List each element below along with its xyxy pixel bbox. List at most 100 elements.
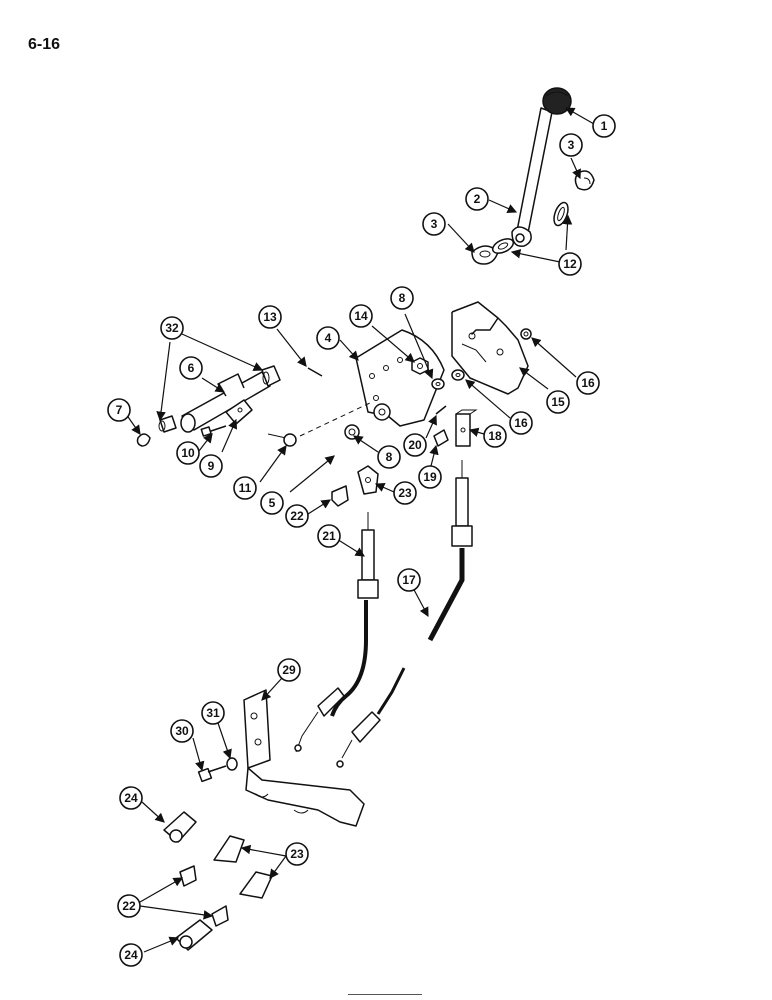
callout-5: 5: [260, 491, 284, 515]
svg-text:6: 6: [188, 361, 195, 375]
svg-text:23: 23: [398, 486, 412, 500]
snap-ring: [136, 433, 151, 447]
svg-text:16: 16: [514, 416, 528, 430]
svg-text:20: 20: [408, 438, 422, 452]
cable-clevis-lower-b: [239, 871, 273, 899]
quadrant-plate: [355, 329, 445, 427]
cable-clevis-lower-a: [213, 835, 245, 863]
lock-nut: [411, 357, 429, 375]
callout-22-lower: 22: [117, 894, 141, 918]
callout-22-upper: 22: [285, 504, 309, 528]
svg-text:12: 12: [563, 257, 577, 271]
svg-text:3: 3: [431, 217, 438, 231]
callout-32: 32: [160, 316, 184, 340]
lever-knob: [542, 87, 572, 115]
callout-4: 4: [316, 326, 340, 350]
spacer-bushing: [344, 424, 360, 440]
svg-text:10: 10: [181, 446, 195, 460]
roll-pin: [307, 367, 323, 377]
callout-24-lower: 24: [119, 943, 143, 967]
svg-text:24: 24: [124, 948, 138, 962]
retainer-clip-upper: [331, 485, 349, 507]
svg-text:9: 9: [208, 459, 215, 473]
callout-7: 7: [107, 398, 131, 422]
spring-pin: [435, 405, 447, 415]
bushing-right: [261, 365, 281, 387]
svg-text:15: 15: [551, 395, 565, 409]
svg-text:5: 5: [269, 496, 276, 510]
callout-12: 12: [558, 252, 582, 276]
leader-lines: [125, 107, 595, 953]
callout-23-lower: 23: [285, 842, 309, 866]
svg-text:8: 8: [386, 450, 393, 464]
lock-washer: [226, 757, 238, 771]
shift-arm: [180, 371, 271, 433]
washer-upper-plate: [431, 378, 445, 390]
pivot-pin: [433, 429, 449, 447]
transmission-lever-upper: [163, 811, 197, 843]
svg-text:31: 31: [206, 706, 220, 720]
cap-screw: [197, 765, 227, 783]
callout-3-lower: 3: [422, 212, 446, 236]
shift-lever: [511, 107, 553, 247]
bushing-left: [158, 415, 177, 433]
callout-31: 31: [201, 701, 225, 725]
svg-text:13: 13: [263, 310, 277, 324]
svg-text:7: 7: [116, 403, 123, 417]
ball-joint: [267, 433, 297, 447]
svg-text:4: 4: [325, 331, 332, 345]
cable-clevis-upper: [357, 465, 379, 495]
callout-18: 18: [483, 424, 507, 448]
svg-text:11: 11: [239, 481, 252, 495]
page-number: 6-16: [28, 36, 61, 53]
svg-text:22: 22: [122, 899, 136, 913]
callout-16-upper: 16: [576, 371, 600, 395]
transmission-lever-lower: [175, 919, 213, 951]
callout-8-upper: 8: [390, 286, 414, 310]
callout-24-upper: 24: [119, 786, 143, 810]
svg-text:18: 18: [488, 429, 502, 443]
svg-text:24: 24: [124, 791, 138, 805]
footer-rule: [348, 994, 422, 995]
svg-text:17: 17: [402, 573, 416, 587]
callout-10: 10: [176, 441, 200, 465]
callout-3-upper: 3: [559, 133, 583, 157]
cable-support-bracket: [243, 689, 365, 827]
callout-17: 17: [397, 568, 421, 592]
svg-text:14: 14: [354, 309, 368, 323]
callout-21: 21: [317, 524, 341, 548]
svg-text:30: 30: [175, 724, 189, 738]
svg-text:23: 23: [290, 847, 304, 861]
svg-text:32: 32: [165, 321, 179, 335]
callout-16-lower: 16: [509, 411, 533, 435]
callout-13: 13: [258, 305, 282, 329]
callout-15: 15: [546, 390, 570, 414]
svg-text:8: 8: [399, 291, 406, 305]
callout-19: 19: [418, 465, 442, 489]
shift-cable-right: [336, 460, 473, 768]
callout-23-upper: 23: [393, 481, 417, 505]
washer-lower: [491, 238, 515, 254]
svg-text:2: 2: [474, 192, 481, 206]
callout-30: 30: [170, 719, 194, 743]
callout-14: 14: [349, 304, 373, 328]
shift-cable-left: [294, 512, 379, 753]
callout-20: 20: [403, 433, 427, 457]
svg-text:19: 19: [423, 470, 437, 484]
retaining-clip-lower: [471, 245, 499, 265]
callout-29: 29: [277, 658, 301, 682]
callout-2: 2: [465, 187, 489, 211]
callout-6: 6: [179, 356, 203, 380]
svg-text:16: 16: [581, 376, 595, 390]
callout-11: 11: [233, 476, 257, 500]
svg-text:29: 29: [282, 663, 296, 677]
svg-text:1: 1: [601, 119, 608, 133]
gate-bracket: [451, 301, 529, 395]
slider-block: [455, 409, 478, 447]
callout-1: 1: [592, 114, 616, 138]
svg-text:21: 21: [322, 529, 336, 543]
callout-9: 9: [199, 454, 223, 478]
svg-text:3: 3: [568, 138, 575, 152]
callout-8-lower: 8: [377, 445, 401, 469]
